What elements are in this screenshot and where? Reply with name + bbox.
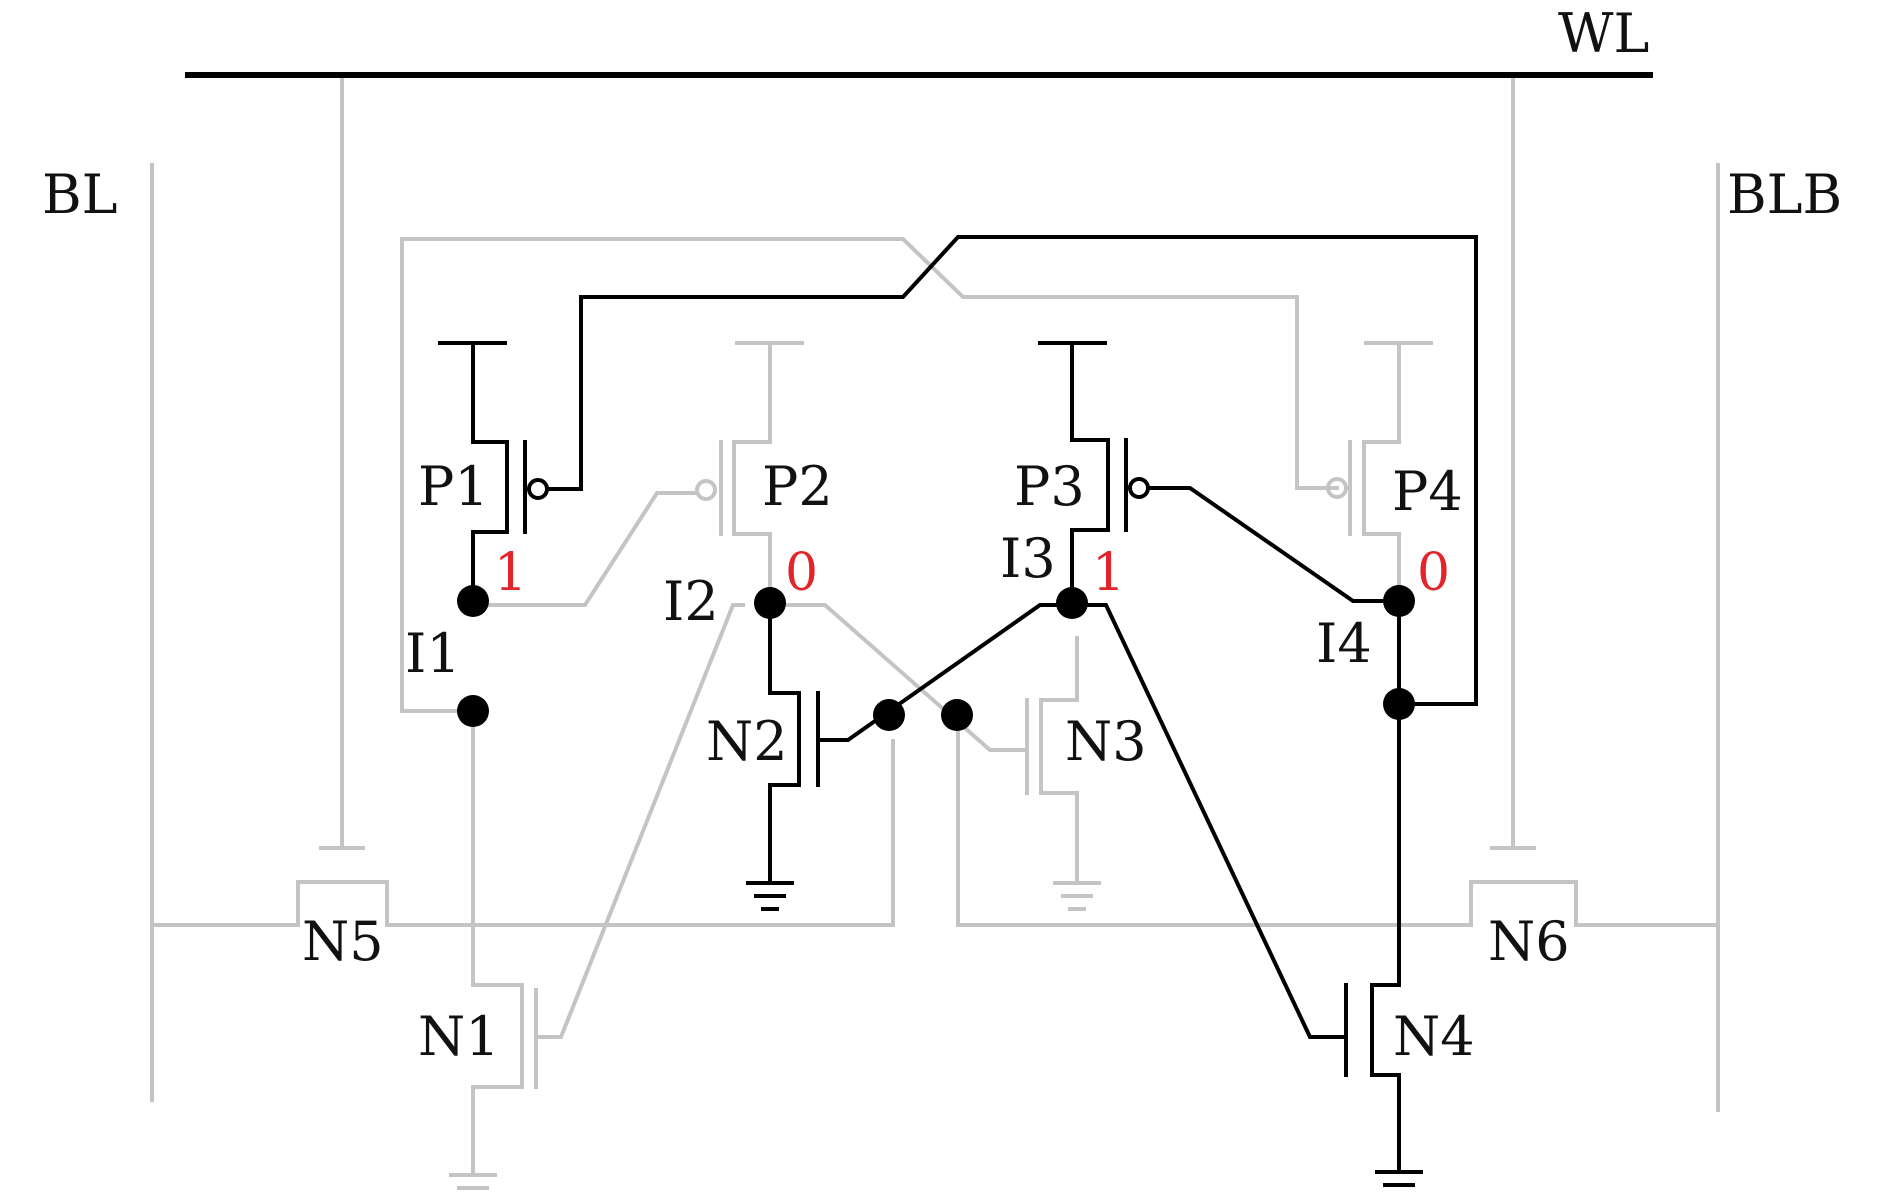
node-i1-dot [457,585,489,617]
transistor-label-n1: N1 [418,1005,500,1068]
transistor-n3 [1025,636,1101,911]
transistor-n5 [150,739,895,927]
transistor-p3 [1038,341,1150,603]
transistor-p1 [438,341,549,603]
wordline-label: WL [1558,2,1649,65]
transistor-n1 [449,709,538,1190]
transistor-label-n6: N6 [1488,910,1570,973]
node-i3-dot [1056,587,1088,619]
node-i4-dot [1383,585,1415,617]
junction-dots [457,585,1415,731]
transistor-p4 [1326,341,1433,607]
bitline-label: BL [42,163,118,226]
junction-dot [457,695,489,727]
node-value-i4: 0 [1417,543,1450,603]
transistor-label-n3: N3 [1065,710,1147,773]
node-i2-dot [754,587,786,619]
transistor-label-n5: N5 [302,910,384,973]
junction-dot [1383,688,1415,720]
transistor-label-p4: P4 [1392,460,1463,523]
node-value-i2: 0 [785,543,818,603]
transistor-p2 [695,341,804,607]
transistor-n4 [1344,603,1423,1187]
transistor-label-p3: P3 [1014,455,1085,518]
node-label-i2: I2 [663,570,719,633]
junction-dot [873,699,905,731]
transistor-n6 [956,726,1720,927]
transistor-label-p1: P1 [418,455,489,518]
bitline-bar-label: BLB [1727,163,1842,226]
active-wiring [185,72,1653,1187]
node-value-i3: 1 [1092,543,1125,603]
node-label-i3: I3 [1000,527,1056,590]
transistor-label-n4: N4 [1393,1005,1475,1068]
node-label-i1: I1 [405,622,461,685]
node-label-i4: I4 [1316,612,1372,675]
transistor-label-p2: P2 [762,455,833,518]
junction-dot [941,699,973,731]
node-value-i1: 1 [494,543,527,603]
transistor-label-n2: N2 [706,710,788,773]
inactive-wiring [150,73,1720,1190]
labels: WL BL BLB P1 P2 P3 P4 N1 N2 N3 N4 N5 N6 … [42,2,1842,1068]
